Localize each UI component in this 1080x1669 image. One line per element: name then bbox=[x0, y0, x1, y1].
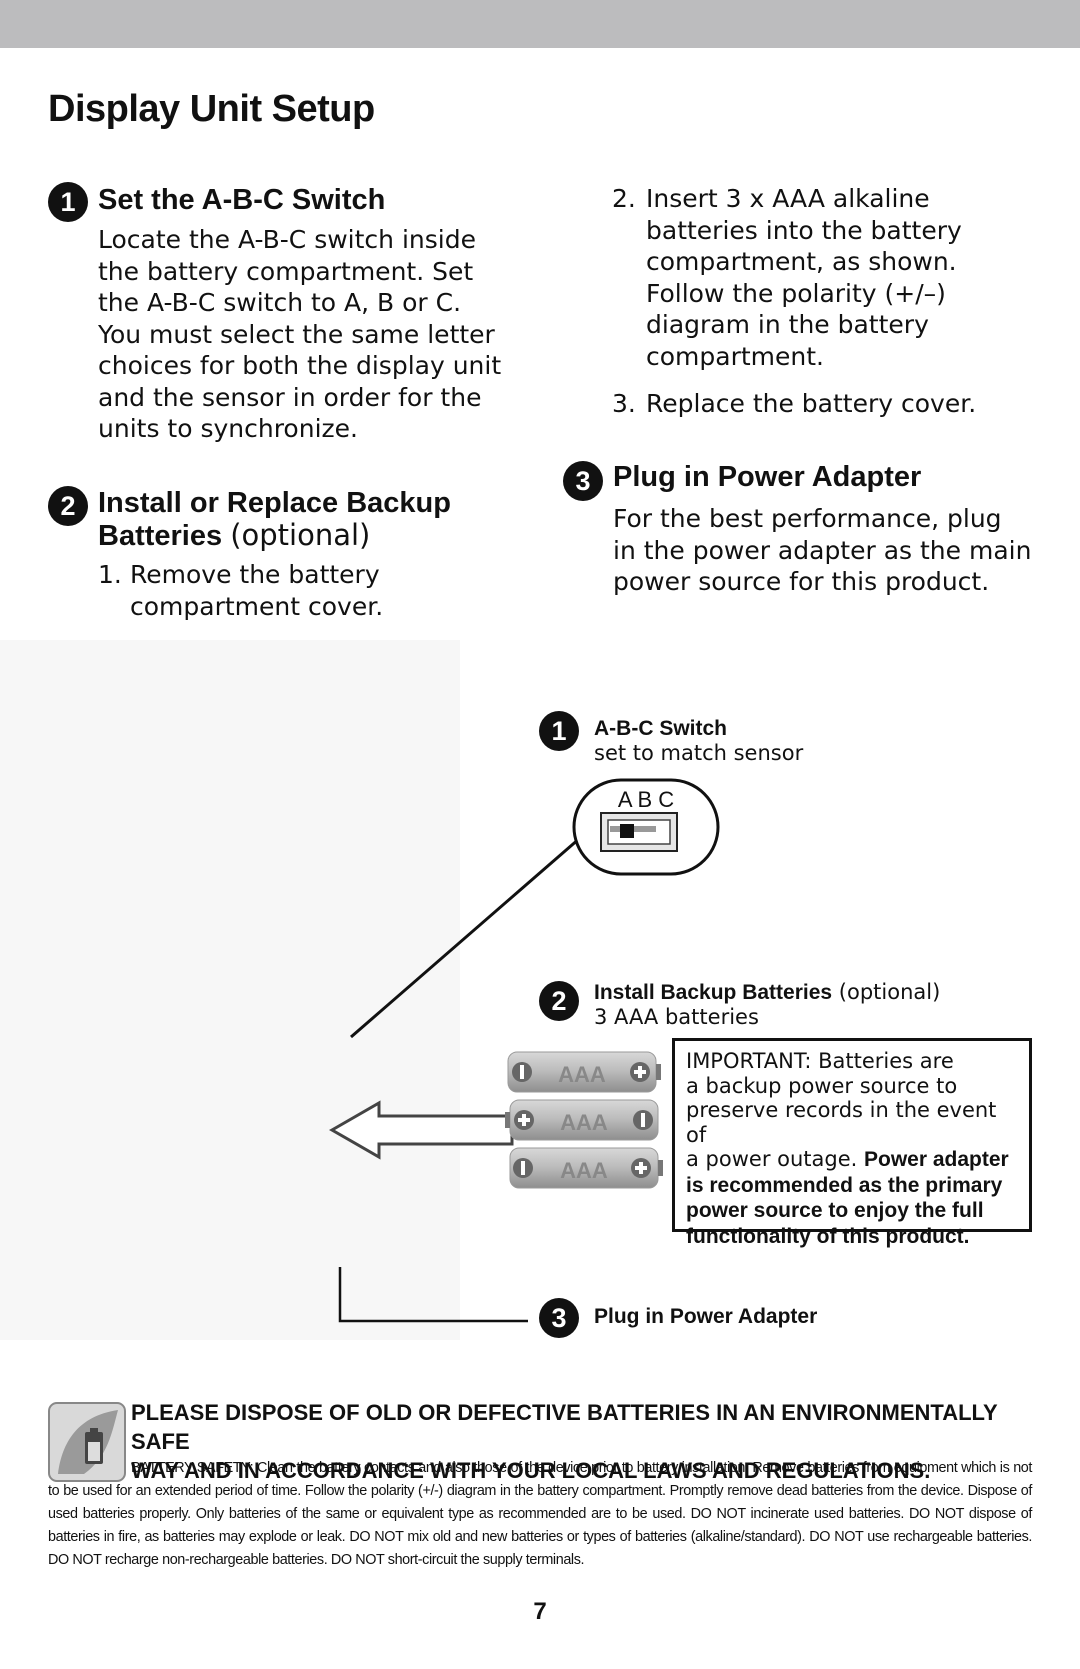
step-2-number: 2 bbox=[48, 486, 88, 526]
step-1-heading: Set the A-B-C Switch bbox=[98, 184, 386, 216]
text-line: units to synchronize. bbox=[98, 414, 358, 443]
callout-1-sub: set to match sensor bbox=[594, 741, 804, 765]
item-number: 2. bbox=[612, 184, 636, 213]
battery-3: AAA bbox=[509, 1147, 663, 1189]
battery-1: AAA bbox=[507, 1051, 661, 1093]
text-line: preserve records in the event of bbox=[686, 1098, 997, 1147]
header-bar bbox=[0, 0, 1080, 48]
battery-label: AAA bbox=[558, 1062, 606, 1087]
text-line: and the sensor in order for the bbox=[98, 382, 482, 412]
callout-2-optional: (optional) bbox=[838, 980, 941, 1004]
device-silhouette-area bbox=[0, 640, 460, 1340]
step-2-item-1: 1. Remove the battery compartment cover. bbox=[98, 559, 518, 622]
heading-bold: Batteries bbox=[98, 520, 223, 552]
callout-1-number: 1 bbox=[539, 711, 579, 751]
text-line: Remove the battery bbox=[130, 560, 380, 589]
switch-slider bbox=[620, 824, 634, 838]
step-3-heading: Plug in Power Adapter bbox=[613, 461, 922, 493]
text-line-bold: power source to enjoy the full bbox=[686, 1199, 984, 1222]
item-number: 3. bbox=[612, 389, 636, 418]
callout-3-title: Plug in Power Adapter bbox=[594, 1305, 818, 1328]
text-line: compartment, as shown. bbox=[646, 247, 957, 276]
recycle-battery-icon bbox=[48, 1402, 126, 1482]
switch-letters: A B C bbox=[618, 787, 674, 812]
battery-safety-text: BATTERY SAFETY: Clean the battery contac… bbox=[48, 1460, 1032, 1568]
callout-3-number: 3 bbox=[539, 1298, 579, 1338]
text-line-bold: Power adapter bbox=[864, 1148, 1009, 1171]
callout-2-sub: 3 AAA batteries bbox=[594, 1005, 759, 1029]
text-line: For the best performance, plug bbox=[613, 504, 1002, 533]
step-2-heading: Install or Replace Backup Batteries (opt… bbox=[98, 487, 451, 552]
text-line: WAY AND IN ACCORDANCE WITH YOUR LOCAL LA… bbox=[131, 1458, 931, 1483]
text-line-bold: is recommended as the primary bbox=[686, 1173, 1003, 1197]
text-line: Replace the battery cover. bbox=[646, 389, 977, 418]
text-line: in the power adapter as the main bbox=[613, 535, 1032, 565]
battery-2: AAA bbox=[505, 1099, 659, 1141]
text-line: Insert 3 x AAA alkaline bbox=[646, 184, 930, 213]
abc-switch-callout: A B C bbox=[572, 778, 720, 876]
text-line: the battery compartment. Set bbox=[98, 256, 474, 286]
text-line: compartment cover. bbox=[130, 591, 384, 621]
text-line: You must select the same letter bbox=[98, 319, 495, 349]
text-line: compartment. bbox=[646, 341, 824, 371]
leader-line-switch bbox=[350, 836, 581, 1039]
callout-1-label: A-B-C Switch set to match sensor bbox=[594, 716, 803, 765]
leader-line-adapter bbox=[338, 1267, 528, 1323]
important-notice-box: IMPORTANT: Batteries are a backup power … bbox=[672, 1038, 1032, 1248]
text-line-bold: functionality of this product. bbox=[686, 1224, 970, 1248]
callout-2-number: 2 bbox=[539, 981, 579, 1021]
text-line: Follow the polarity (+/–) bbox=[646, 278, 946, 308]
heading-line: Install or Replace Backup bbox=[98, 487, 451, 519]
step-1-number: 1 bbox=[48, 182, 88, 222]
text-line: power source for this product. bbox=[613, 567, 990, 596]
item-number: 1. bbox=[98, 560, 122, 589]
step-2-item-2: 2. Insert 3 x AAA alkaline batteries into… bbox=[612, 183, 1052, 372]
callout-2-label: Install Backup Batteries (optional) 3 AA… bbox=[594, 980, 940, 1029]
callout-3-label: Plug in Power Adapter bbox=[594, 1304, 817, 1329]
disposal-heading: PLEASE DISPOSE OF OLD OR DEFECTIVE BATTE… bbox=[131, 1398, 1031, 1485]
text-line: IMPORTANT: Batteries are bbox=[686, 1049, 954, 1073]
text-line: a power outage. bbox=[686, 1147, 858, 1171]
text-line: batteries into the battery bbox=[646, 215, 962, 245]
step-2-item-3: 3. Replace the battery cover. bbox=[612, 388, 1052, 420]
setup-diagram: A B C AAA AAA AAA bbox=[0, 640, 720, 1340]
callout-2-title: Install Backup Batteries bbox=[594, 981, 833, 1004]
text-line: diagram in the battery bbox=[646, 310, 929, 339]
battery-label: AAA bbox=[560, 1158, 608, 1183]
callout-1-title: A-B-C Switch bbox=[594, 717, 727, 740]
text-line: Locate the A-B-C switch inside bbox=[98, 225, 476, 254]
battery-label: AAA bbox=[560, 1110, 608, 1135]
text-line: the A-B-C switch to A, B or C. bbox=[98, 288, 462, 317]
heading-optional: (optional) bbox=[230, 518, 371, 552]
text-line: PLEASE DISPOSE OF OLD OR DEFECTIVE BATTE… bbox=[131, 1400, 998, 1454]
text-line: a backup power source to bbox=[686, 1073, 958, 1098]
step-1-text: Locate the A-B-C switch inside the batte… bbox=[98, 224, 518, 445]
text-line: choices for both the display unit bbox=[98, 351, 502, 380]
page-number: 7 bbox=[533, 1598, 547, 1625]
step-3-text: For the best performance, plug in the po… bbox=[613, 503, 1053, 598]
page-title: Display Unit Setup bbox=[48, 88, 375, 130]
step-3-number: 3 bbox=[563, 461, 603, 501]
